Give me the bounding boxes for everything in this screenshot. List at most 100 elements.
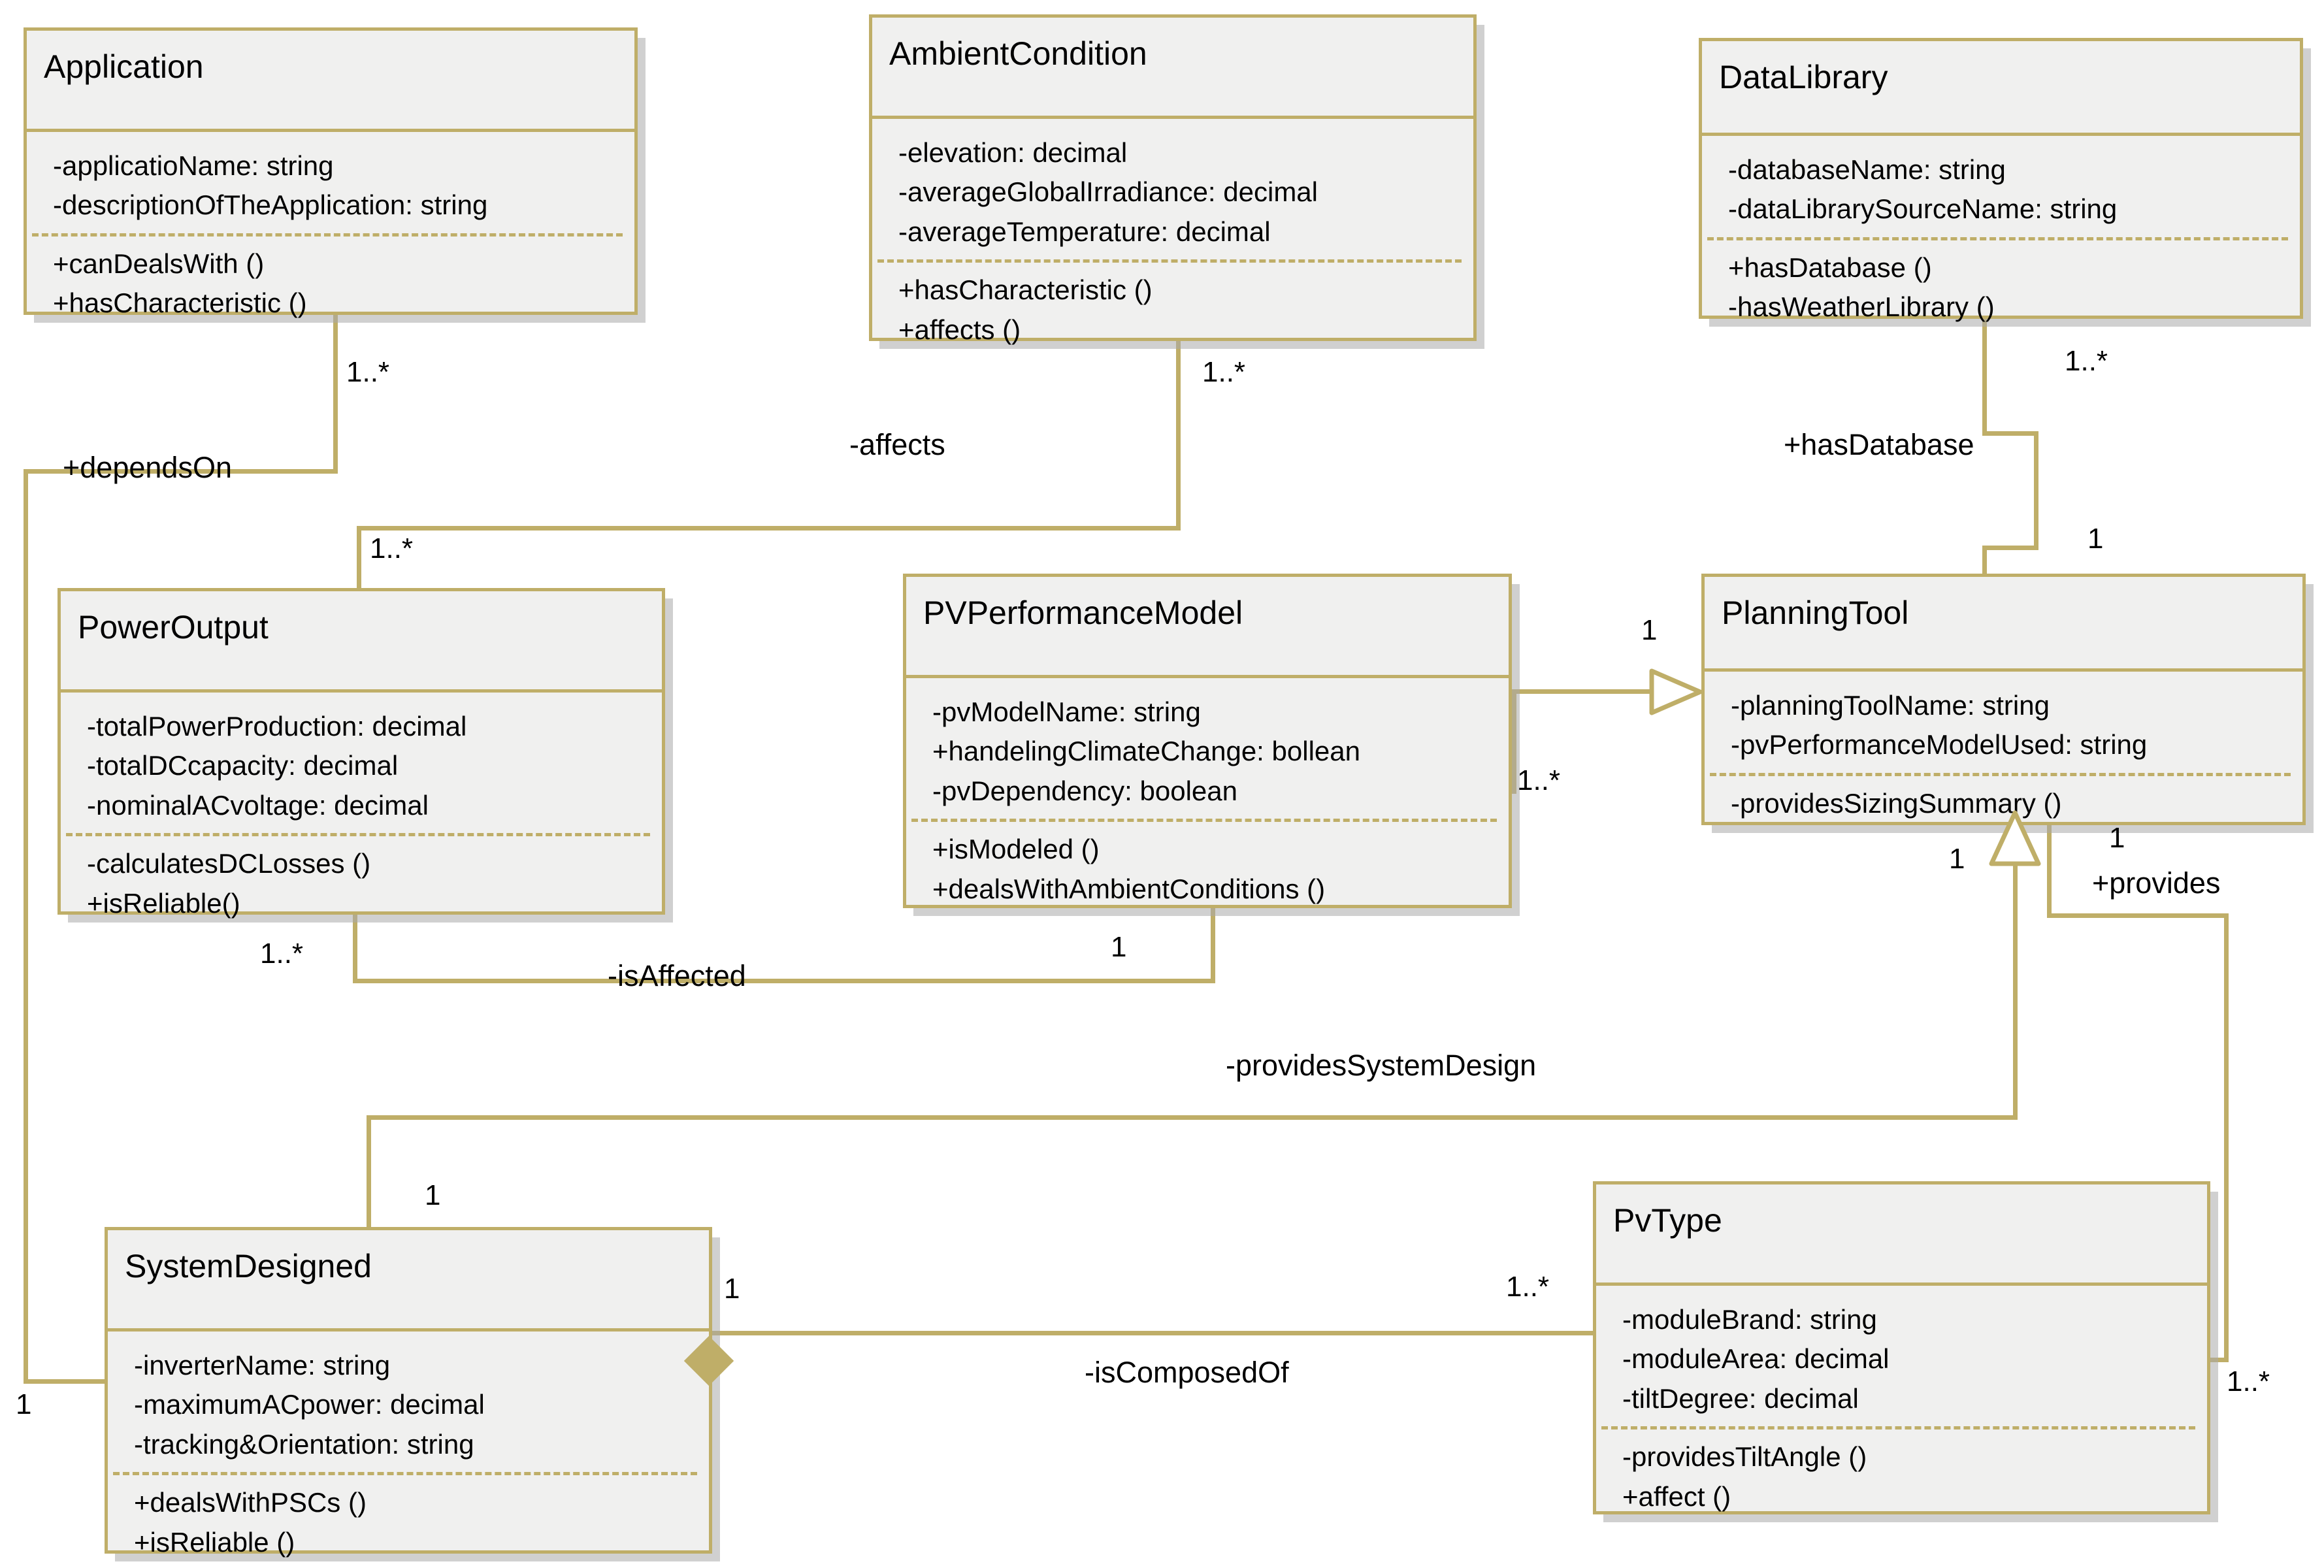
edge-label-provides-system-design: -providesSystemDesign bbox=[1226, 1049, 1537, 1082]
edge-provides-system-design-seg3 bbox=[2013, 840, 2018, 1119]
class-attribute: -planningToolName: string bbox=[1731, 690, 2050, 721]
edge-has-database-seg3 bbox=[2034, 431, 2038, 549]
edge-is-composed-of-seg2 bbox=[708, 1331, 1596, 1335]
edge-has-database-seg5 bbox=[1982, 546, 1987, 577]
multiplicity-has-database-source: 1..* bbox=[2065, 345, 2108, 377]
edge-provides-system-design-seg2 bbox=[367, 1115, 2018, 1120]
edge-has-database-seg2 bbox=[1982, 431, 2038, 436]
class-divider bbox=[108, 1328, 709, 1331]
multiplicity-provides-system-design-source: 1 bbox=[425, 1179, 441, 1211]
class-attribute: -moduleBrand: string bbox=[1622, 1304, 1877, 1335]
class-box-application[interactable]: Application -applicatioName: string -des… bbox=[24, 27, 638, 318]
class-operation: +hasDatabase () bbox=[1728, 252, 1932, 283]
class-attribute: -tiltDegree: decimal bbox=[1622, 1382, 1859, 1414]
edge-label-depends-on: +dependsOn bbox=[63, 451, 232, 484]
class-operation: +dealsWithAmbientConditions () bbox=[932, 873, 1326, 904]
edge-label-is-composed-of: -isComposedOf bbox=[1085, 1356, 1289, 1389]
class-attribute: -nominalACvoltage: decimal bbox=[87, 789, 429, 821]
class-attribute: -tracking&Orientation: string bbox=[134, 1428, 474, 1460]
class-name-system-designed: SystemDesigned bbox=[125, 1248, 372, 1284]
class-operation: -providesTiltAngle () bbox=[1622, 1441, 1867, 1473]
class-attribute: -averageTemperature: decimal bbox=[898, 216, 1271, 247]
edge-provides-system-design-seg1 bbox=[367, 1115, 371, 1232]
edge-provides-seg2 bbox=[2047, 913, 2229, 918]
multiplicity-is-affected-target: 1 bbox=[1111, 931, 1127, 963]
multiplicity-provides-source: 1 bbox=[2109, 822, 2125, 854]
edge-depends-on-seg2 bbox=[24, 469, 338, 474]
multiplicity-has-database-target: 1 bbox=[2087, 523, 2104, 555]
edge-label-is-affected: -isAffected bbox=[608, 959, 746, 992]
class-divider bbox=[61, 689, 662, 693]
class-section-separator bbox=[911, 819, 1497, 823]
class-attribute: -inverterName: string bbox=[134, 1350, 391, 1380]
class-attribute: -moduleArea: decimal bbox=[1622, 1343, 1890, 1375]
edge-provides-seg3 bbox=[2224, 913, 2229, 1362]
edge-label-affects: -affects bbox=[849, 428, 945, 461]
class-operation: +dealsWithPSCs () bbox=[134, 1487, 367, 1518]
edge-generalization-seg2 bbox=[1512, 689, 1688, 694]
class-attribute: -averageGlobalIrradiance: decimal bbox=[898, 176, 1318, 208]
edge-label-provides: +provides bbox=[2092, 866, 2221, 900]
edge-is-affected-seg2 bbox=[353, 979, 1215, 983]
class-divider bbox=[1705, 668, 2302, 672]
class-operation: +affects () bbox=[898, 314, 1021, 345]
class-name-planning-tool: PlanningTool bbox=[1722, 595, 1909, 631]
class-box-system-designed[interactable]: SystemDesigned -inverterName: string -ma… bbox=[105, 1227, 712, 1558]
class-divider bbox=[906, 675, 1509, 678]
class-attribute: -databaseName: string bbox=[1728, 154, 2006, 185]
class-box-power-output[interactable]: PowerOutput -totalPowerProduction: decim… bbox=[57, 588, 665, 919]
class-attribute: -pvPerformanceModelUsed: string bbox=[1731, 729, 2148, 760]
generalization-arrowhead-icon bbox=[1649, 668, 1703, 715]
multiplicity-generalization-source: 1..* bbox=[1517, 764, 1561, 796]
class-operation: +isReliable() bbox=[87, 887, 240, 919]
multiplicity-generalization-target: 1 bbox=[1641, 614, 1658, 646]
class-attribute: +handelingClimateChange: bollean bbox=[932, 736, 1360, 767]
multiplicity-provides-target: 1..* bbox=[2227, 1365, 2270, 1397]
edge-depends-on-seg4 bbox=[24, 1379, 109, 1384]
multiplicity-affects-source: 1..* bbox=[1202, 356, 1246, 388]
class-operation: +isReliable () bbox=[134, 1526, 295, 1558]
edge-is-affected-seg1 bbox=[353, 915, 357, 983]
edge-has-database-seg4 bbox=[1982, 546, 2038, 550]
class-name-application: Application bbox=[44, 48, 204, 85]
class-attribute: -applicatioName: string bbox=[53, 150, 334, 181]
class-divider bbox=[27, 129, 634, 132]
class-box-pv-type[interactable]: PvType -moduleBrand: string -moduleArea:… bbox=[1593, 1181, 2210, 1514]
class-section-separator bbox=[66, 833, 650, 837]
class-box-pv-performance-model[interactable]: PVPerformanceModel -pvModelName: string … bbox=[903, 574, 1512, 908]
edge-affects-seg3 bbox=[357, 526, 361, 591]
multiplicity-is-composed-of-source: 1 bbox=[724, 1273, 740, 1305]
class-box-ambient-condition[interactable]: AmbientCondition -elevation: decimal -av… bbox=[869, 14, 1477, 345]
class-name-pv-performance-model: PVPerformanceModel bbox=[923, 595, 1243, 631]
class-attribute: -maximumACpower: decimal bbox=[134, 1389, 485, 1420]
class-operation: +canDealsWith () bbox=[53, 248, 265, 279]
edge-affects-seg2 bbox=[357, 526, 1181, 531]
class-box-planning-tool[interactable]: PlanningTool -planningToolName: string -… bbox=[1701, 574, 2306, 825]
class-attribute: -totalPowerProduction: decimal bbox=[87, 711, 467, 742]
class-section-separator bbox=[1601, 1426, 2195, 1430]
multiplicity-provides-system-design-target: 1 bbox=[1949, 843, 1965, 875]
class-operation: -providesSizingSummary () bbox=[1731, 787, 2062, 819]
class-divider bbox=[872, 116, 1473, 119]
class-operation: +hasCharacteristic () bbox=[898, 274, 1153, 306]
class-operation: +affect () bbox=[1622, 1480, 1731, 1512]
edge-depends-on-seg1 bbox=[333, 315, 338, 474]
class-name-power-output: PowerOutput bbox=[78, 609, 269, 645]
class-attribute: -pvDependency: boolean bbox=[932, 775, 1238, 806]
multiplicity-is-affected-source: 1..* bbox=[260, 938, 304, 970]
multiplicity-depends-on-source: 1..* bbox=[346, 356, 390, 388]
multiplicity-is-composed-of-target: 1..* bbox=[1506, 1271, 1550, 1303]
class-box-data-library[interactable]: DataLibrary -databaseName: string -dataL… bbox=[1699, 38, 2303, 322]
edge-generalization-seg1 bbox=[1512, 689, 1516, 794]
edge-has-database-seg1 bbox=[1982, 319, 1987, 433]
class-section-separator bbox=[1710, 772, 2291, 776]
class-section-separator bbox=[113, 1472, 697, 1476]
class-attribute: -totalDCcapacity: decimal bbox=[87, 750, 399, 781]
edge-is-affected-seg3 bbox=[1211, 908, 1215, 983]
class-attribute: -pvModelName: string bbox=[932, 696, 1201, 727]
class-operation: +hasCharacteristic () bbox=[53, 287, 307, 319]
class-attribute: -descriptionOfTheApplication: string bbox=[53, 189, 488, 221]
edge-depends-on-seg3 bbox=[24, 469, 28, 1384]
edge-provides-seg4 bbox=[2208, 1358, 2229, 1362]
